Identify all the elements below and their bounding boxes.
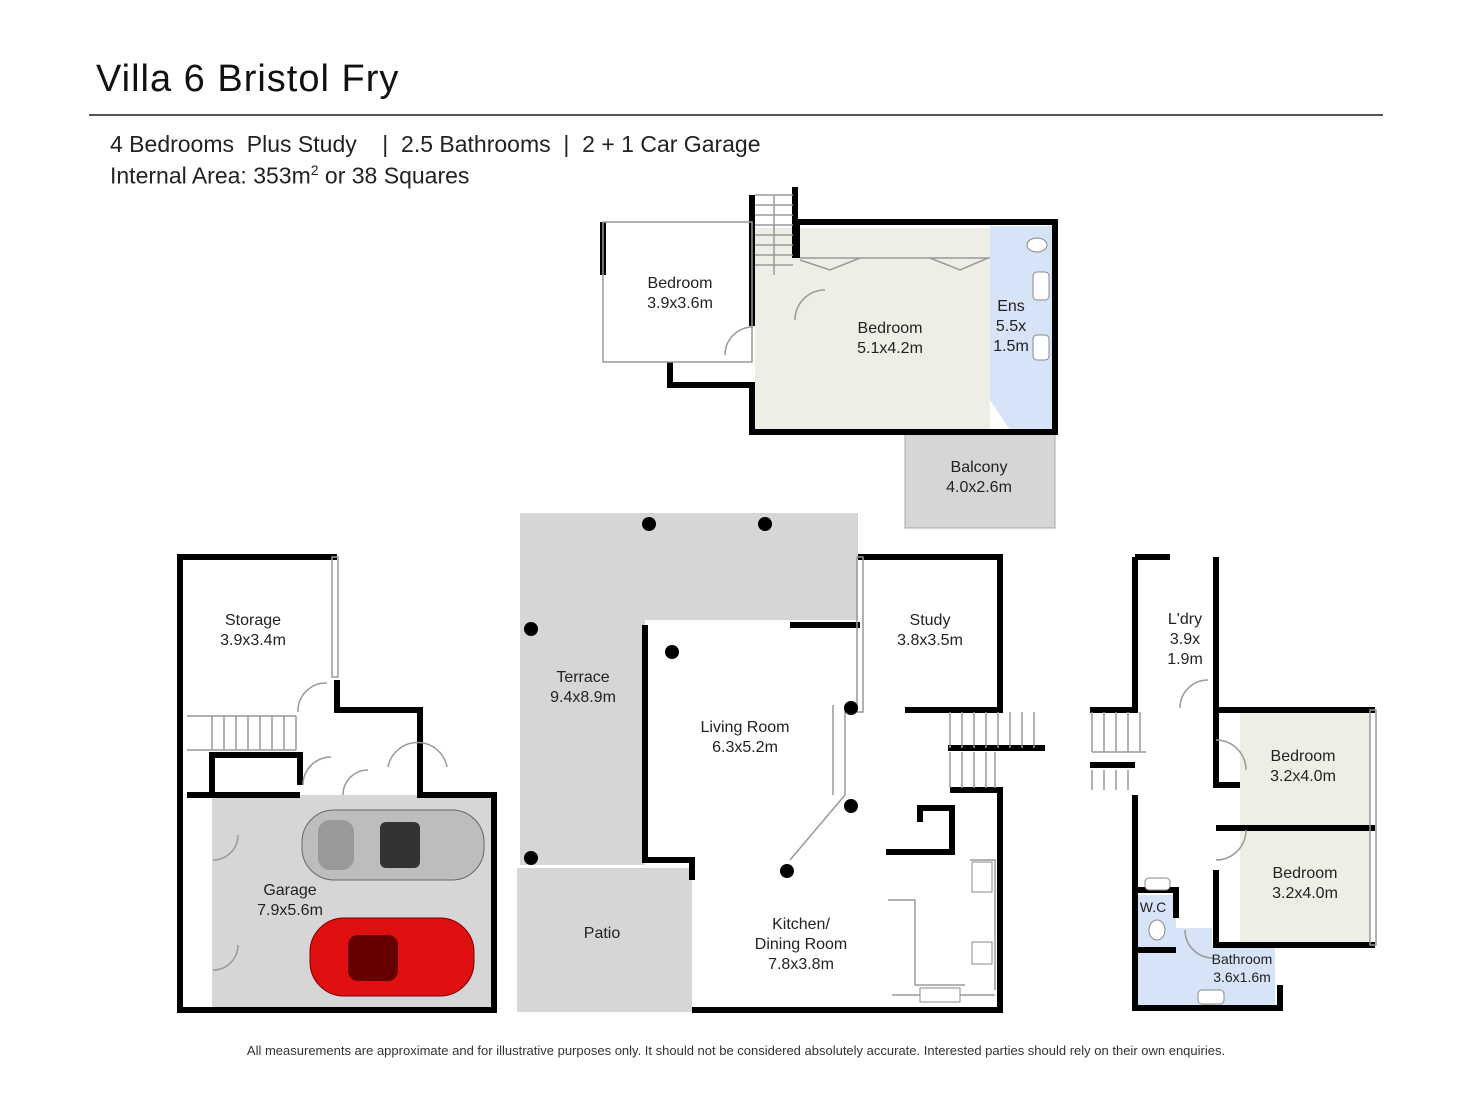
room-name: Study (909, 612, 951, 629)
room-size: 3.2x4.0m (1272, 885, 1338, 902)
balcony-fill (904, 431, 1056, 529)
master-bedroom-fill (755, 228, 990, 430)
cooktop-icon (971, 941, 993, 965)
room-patio: Patio (584, 924, 620, 944)
room-name: Bathroom (1211, 951, 1273, 967)
room-name: Patio (583, 925, 621, 942)
room-master-bedroom: Bedroom 5.1x4.2m (857, 319, 923, 359)
area-sup: 2 (310, 162, 319, 178)
area-suffix: or 38 Squares (318, 162, 470, 189)
room-size: 7.9x5.6m (257, 902, 323, 919)
room-size: 3.9x (1169, 631, 1201, 648)
room-garage: Garage 7.9x5.6m (257, 881, 323, 921)
room-name: Dining Room (754, 936, 848, 953)
room-size: 4.0x2.6m (946, 479, 1012, 496)
basin-icon (1197, 989, 1225, 1005)
room-name: Balcony (950, 459, 1008, 476)
room-size: 3.6x1.6m (1213, 969, 1271, 985)
room-name: Kitchen/ (772, 916, 830, 933)
vanity-icon (1032, 271, 1050, 301)
internal-area: Internal Area: 353m2 or 38 Squares (110, 162, 469, 190)
silver-car-icon (301, 809, 485, 881)
room-fills (212, 226, 1370, 1012)
room-name: Ens (997, 298, 1025, 315)
room-size: 5.5x (995, 318, 1027, 335)
room-name: Garage (263, 882, 317, 899)
bedroom-right-2-fill (1240, 830, 1370, 942)
bedroom-right-1-fill (1240, 712, 1370, 827)
terrace-columns (524, 517, 858, 878)
area-prefix: Internal Area: 353m (110, 162, 311, 189)
page-title: Villa 6 Bristol Fry (96, 58, 400, 100)
room-kitchen: Kitchen/Dining Room 7.8x3.8m (755, 915, 847, 975)
room-study: Study 3.8x3.5m (897, 611, 963, 651)
room-size: 3.9x3.4m (220, 632, 286, 649)
room-size: 1.9m (1167, 651, 1203, 668)
vanity-icon (1032, 334, 1050, 361)
room-ensuite: Ens 5.5x 1.5m (993, 297, 1029, 357)
room-wc: W.C (1140, 897, 1166, 917)
room-name: Bedroom (647, 275, 713, 292)
patio-fill (517, 868, 692, 1012)
toilet-icon (1026, 237, 1048, 253)
room-size: 6.3x5.2m (712, 739, 778, 756)
room-size: 3.9x3.6m (647, 295, 713, 312)
room-name: L'dry (1167, 611, 1203, 628)
room-storage: Storage 3.9x3.4m (220, 611, 286, 651)
room-bathroom: Bathroom 3.6x1.6m (1212, 950, 1273, 986)
room-name: Bedroom (857, 320, 923, 337)
disclaimer: All measurements are approximate and for… (246, 1043, 1226, 1058)
room-name: W.C (1139, 899, 1167, 915)
room-size: 1.5m (993, 338, 1029, 355)
room-size: 3.2x4.0m (1270, 768, 1336, 785)
room-bedroom-right-1: Bedroom 3.2x4.0m (1270, 747, 1336, 787)
fridge-icon (971, 861, 993, 893)
room-size: 7.8x3.8m (768, 956, 834, 973)
room-balcony: Balcony 4.0x2.6m (946, 458, 1012, 498)
room-name: Storage (224, 612, 282, 629)
terrace-fill (520, 513, 858, 865)
red-car-icon (309, 917, 475, 997)
fixtures (919, 237, 1225, 1005)
room-living: Living Room 6.3x5.2m (701, 718, 790, 758)
basin-icon (1144, 877, 1171, 891)
room-terrace: Terrace 9.4x8.9m (550, 668, 616, 708)
room-bedroom-upper-left: Bedroom 3.9x3.6m (647, 274, 713, 314)
room-name: Living Room (700, 719, 790, 736)
thin-lines (187, 194, 1377, 996)
room-size: 5.1x4.2m (857, 340, 923, 357)
room-name: Bedroom (1272, 865, 1338, 882)
features-summary: 4 Bedrooms Plus Study | 2.5 Bathrooms | … (110, 131, 761, 157)
room-size: 9.4x8.9m (550, 689, 616, 706)
room-size: 3.8x3.5m (897, 632, 963, 649)
room-bedroom-right-2: Bedroom 3.2x4.0m (1272, 864, 1338, 904)
title-divider (89, 114, 1383, 116)
toilet-icon (1148, 919, 1166, 941)
room-laundry: L'dry 3.9x 1.9m (1167, 610, 1203, 670)
room-name: Terrace (556, 669, 610, 686)
walls (177, 187, 1375, 1013)
sink-icon (919, 987, 961, 1003)
room-name: Bedroom (1270, 748, 1336, 765)
